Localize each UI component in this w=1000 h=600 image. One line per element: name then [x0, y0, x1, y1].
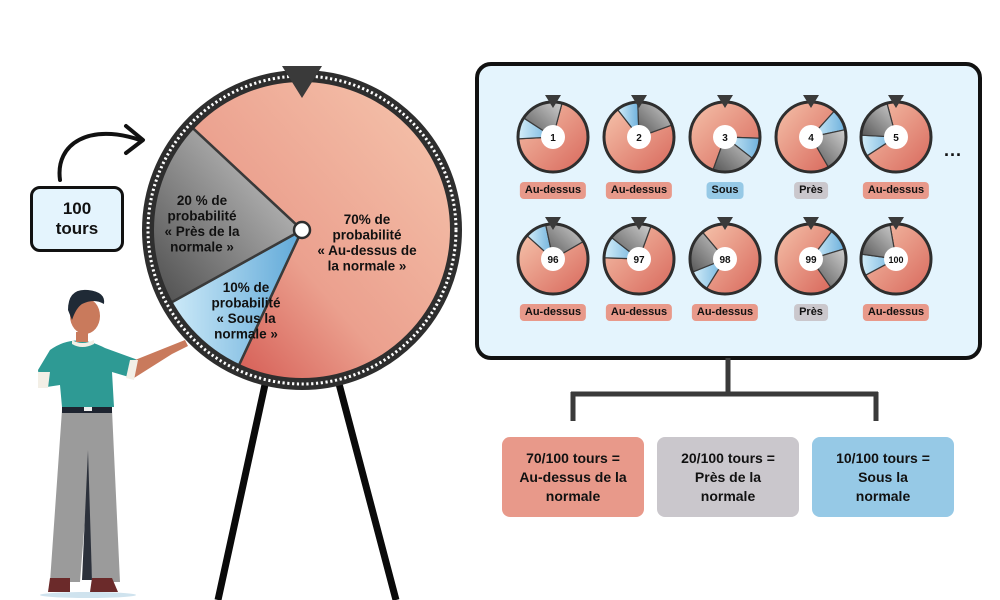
spin-wheel-hub [713, 125, 737, 149]
person-trousers [50, 410, 120, 582]
summary-near-count: 20/100 tours = [681, 449, 775, 466]
summary-connector [570, 358, 879, 421]
spin-number: 2 [636, 133, 642, 144]
spin-result-badge-above: Au-dessus [605, 304, 673, 321]
spin-wheel-hub [541, 247, 565, 271]
spin-wheel-3: 3 [688, 95, 762, 174]
spin-number: 97 [633, 255, 645, 266]
more-spins-ellipsis: ... [944, 140, 963, 160]
spins-count-box: 100 tours [30, 186, 124, 252]
wheel-pointer-icon [282, 66, 322, 98]
spin-wheel-hub [884, 247, 908, 271]
spin-wheel-1: 1 [516, 95, 590, 174]
summary-above-count: 70/100 tours = [526, 449, 620, 466]
spin-result-badge-above: Au-dessus [605, 182, 673, 199]
spin-wheel-hub [627, 247, 651, 271]
spin-wheel-pointer-icon [717, 217, 733, 230]
summary-above-box: 70/100 tours = Au-dessus de la normale [502, 437, 644, 517]
spin-wheel-pointer-icon [545, 217, 561, 230]
spin-wheel-pointer-icon [631, 95, 647, 108]
summary-below-count: 10/100 tours = [836, 449, 930, 466]
wheel-hub [292, 220, 312, 240]
wheel-stand [214, 380, 400, 600]
spins-count-label: tours [55, 219, 99, 238]
spin-wheel-98: 98 [688, 217, 762, 296]
spin-wheel-pointer-icon [717, 95, 733, 108]
spin-wheel-pointer-icon [803, 95, 819, 108]
spin-number: 96 [547, 255, 559, 266]
spin-result-badge-below: Sous [706, 182, 744, 199]
person-arm [130, 340, 188, 378]
spin-wheel-hub [799, 125, 823, 149]
spin-wheel-99: 99 [774, 217, 848, 296]
spin-wheel-hub [627, 125, 651, 149]
spin-number: 1 [550, 133, 556, 144]
spin-wheel-5: 5 [859, 95, 933, 174]
spin-number: 100 [888, 255, 903, 265]
spin-wheel-pointer-icon [888, 95, 904, 108]
spin-number: 99 [805, 255, 817, 266]
stand-leg-left [214, 380, 270, 600]
spin-result-badge-above: Au-dessus [862, 182, 930, 199]
person-shoe-right [90, 578, 118, 592]
spin-wheel-97: 97 [602, 217, 676, 296]
summary-near-box: 20/100 tours = Près de la normale [657, 437, 799, 517]
curved-arrow-icon [57, 124, 145, 182]
summary-below-box: 10/100 tours = Sous la normale [812, 437, 954, 517]
spin-results-wheels: 1 2 3 4 5 96 97 98 99 100 [516, 95, 933, 296]
spin-result-badge-near: Près [794, 182, 828, 199]
spin-result-badge-above: Au-dessus [519, 182, 587, 199]
spin-result-badge-near: Près [794, 304, 828, 321]
spin-wheel-hub [541, 125, 565, 149]
person-shadow [40, 592, 136, 598]
person-hair [68, 289, 105, 320]
spin-result-badge-above: Au-dessus [691, 304, 759, 321]
stand-leg-right [334, 380, 400, 600]
spin-wheel-pointer-icon [631, 217, 647, 230]
spin-wheel-pointer-icon [803, 217, 819, 230]
spin-number: 3 [722, 133, 728, 144]
spin-wheel-pointer-icon [545, 95, 561, 108]
spin-number: 98 [719, 255, 731, 266]
spin-wheel-2: 2 [602, 95, 676, 174]
person-shoe-left [48, 578, 70, 592]
spin-wheel-hub [713, 247, 737, 271]
person-sweater [38, 340, 138, 407]
spin-wheel-100: 100 [859, 217, 933, 296]
person-illustration [38, 289, 188, 598]
spin-number: 4 [808, 133, 814, 144]
spin-wheel-96: 96 [516, 217, 590, 296]
spin-wheel-hub [884, 125, 908, 149]
spins-count-number: 100 [62, 199, 92, 218]
spin-number: 5 [893, 133, 899, 144]
summary-near-label: Près de la [694, 468, 762, 485]
summary-below-label: Sous la [858, 468, 908, 485]
spin-result-badge-above: Au-dessus [862, 304, 930, 321]
spin-wheel-hub [799, 247, 823, 271]
spin-wheel-pointer-icon [888, 217, 904, 230]
summary-above-label: Au-dessus de la [519, 468, 627, 485]
spin-wheel-4: 4 [774, 95, 848, 174]
spin-result-badge-above: Au-dessus [519, 304, 587, 321]
